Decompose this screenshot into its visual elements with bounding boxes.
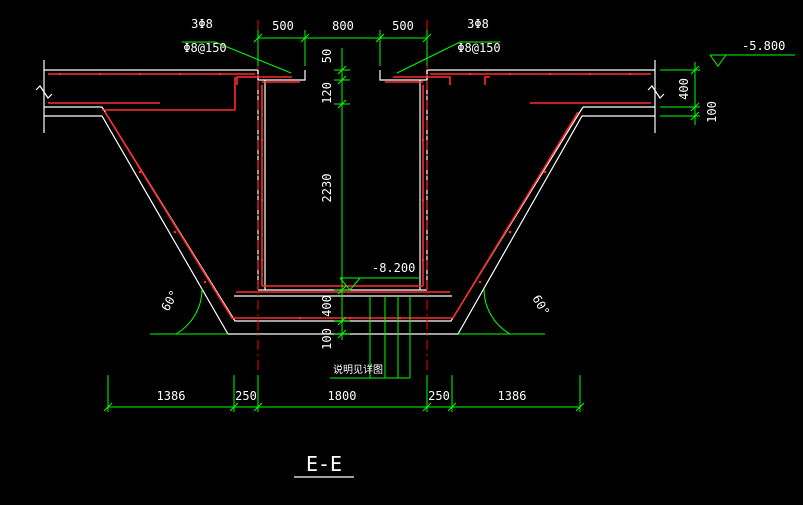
dim-100-bottom: 100 [320,328,334,350]
dim-400-side: 400 [677,78,691,100]
dim-top-right: 500 [392,19,414,33]
dim-bot-4: 250 [428,389,450,403]
vertical-dim-labels: 50 120 2230 400 100 400 100 [320,49,719,350]
dim-bot-2: 250 [235,389,257,403]
rebar-label-left-dist: Φ8@150 [183,41,226,55]
angle-right: 60° [529,293,552,319]
dimension-lines [103,30,795,412]
center-lines [257,20,428,370]
dim-bot-3: 1800 [328,389,357,403]
rebar-lines [48,73,651,319]
elevation-top: -5.800 [742,39,785,53]
dim-50: 50 [320,49,334,63]
dim-top-left: 500 [272,19,294,33]
bottom-note: 说明见详图 [333,363,383,376]
dim-bot-1: 1386 [157,389,186,403]
rebar-label-right-main: 3Φ8 [467,17,489,31]
dim-400-bottom: 400 [320,295,334,317]
dim-100-side: 100 [705,101,719,123]
elevation-pit: -8.200 [372,261,415,275]
dim-2230: 2230 [320,174,334,203]
dim-120: 120 [320,82,334,104]
rebar-label-left-main: 3Φ8 [191,17,213,31]
section-title: E-E [306,452,342,476]
angle-left: 60° [158,288,181,314]
dim-top-mid: 800 [332,19,354,33]
dim-bot-5: 1386 [498,389,527,403]
labels: 3Φ8 Φ8@150 3Φ8 Φ8@150 500 800 500 -5.800… [157,17,786,403]
rebar-label-right-dist: Φ8@150 [457,41,500,55]
concrete-outline [35,60,665,335]
rebar-dots [58,72,632,320]
